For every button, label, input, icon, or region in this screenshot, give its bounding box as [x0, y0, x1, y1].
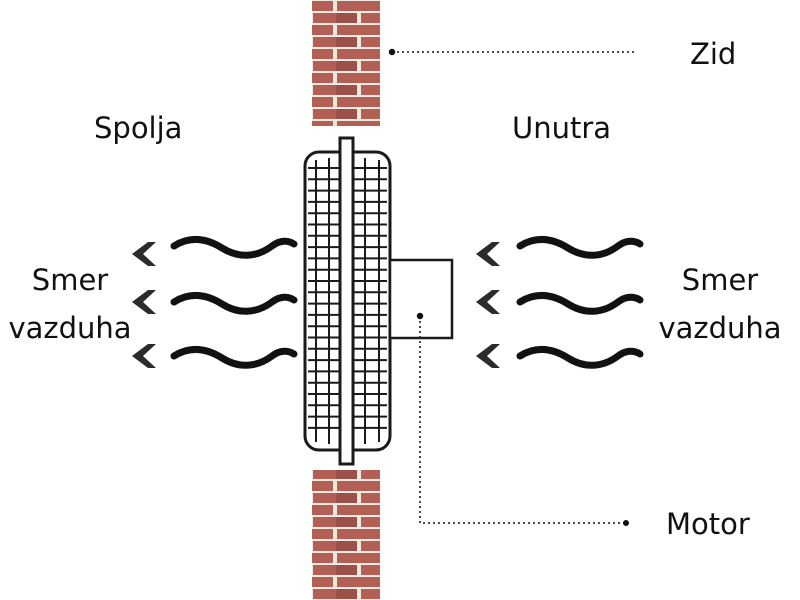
- chevron-left-icon: [132, 290, 156, 314]
- motor-housing: [388, 258, 454, 340]
- exhaust-fan-icon: [303, 136, 392, 466]
- airflow-right-label-line1: Smer: [681, 263, 759, 297]
- wall-label: Zid: [690, 37, 737, 71]
- chevron-left-icon: [476, 344, 500, 368]
- airflow-right-label-line2: vazduha: [658, 311, 782, 345]
- chevron-left-icon: [132, 242, 156, 266]
- chevron-left-icon: [132, 344, 156, 368]
- wavy-airflow-icon-right: [516, 236, 644, 369]
- chevron-left-icon: [476, 290, 500, 314]
- wall-leader-dot: [388, 48, 396, 56]
- fan-center-plate: [338, 136, 355, 466]
- wall-bottom: [312, 470, 380, 600]
- motor-leader: [419, 316, 626, 524]
- inside-label: Unutra: [512, 111, 612, 145]
- leader-lines: [392, 51, 636, 524]
- motor-label: Motor: [666, 507, 750, 541]
- motor-leader-dot: [416, 312, 424, 320]
- chevron-left-icon: [476, 242, 500, 266]
- wavy-airflow-icon-left: [170, 236, 298, 369]
- airflow-direction-chevrons: [132, 242, 500, 368]
- wall-top: [312, 0, 380, 126]
- brick-wall-icon: [312, 0, 380, 600]
- airflow-left-label-line1: Smer: [31, 263, 109, 297]
- airflow-left-label-line2: vazduha: [8, 311, 132, 345]
- outside-label: Spolja: [94, 111, 183, 145]
- motor-leader-end-dot: [623, 520, 629, 526]
